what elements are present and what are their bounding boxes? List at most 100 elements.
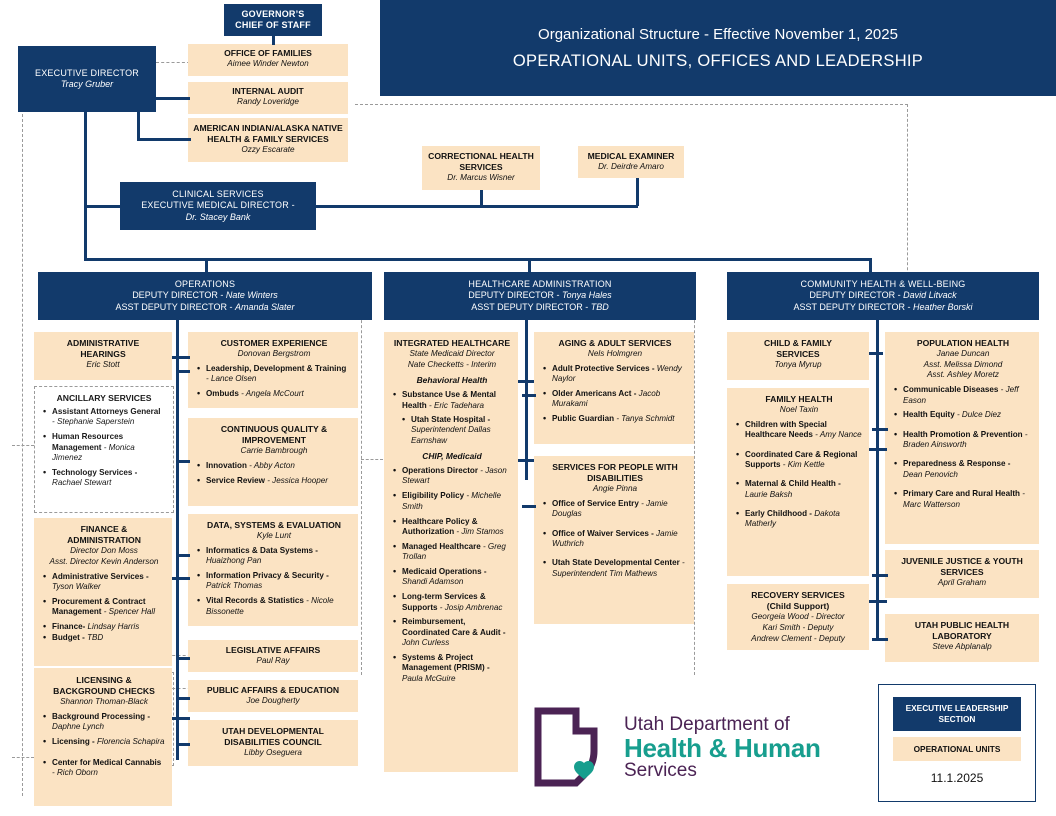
list-item[interactable]: Procurement & Contract Management - Spen… xyxy=(43,596,165,618)
list-item[interactable]: Innovation - Abby Acton xyxy=(197,460,351,472)
correctional-health-box[interactable]: CORRECTIONAL HEALTH SERVICES Dr. Marcus … xyxy=(422,146,540,190)
list-item[interactable]: Long-term Services & Supports - Josip Am… xyxy=(393,591,511,613)
list-item[interactable]: Older Americans Act - Jacob Murakami xyxy=(543,388,687,410)
list-item[interactable]: Early Childhood - Dakota Matherly xyxy=(736,508,862,530)
logo-text: Utah Department of Health & Human Servic… xyxy=(624,715,821,782)
executive-director-title: EXECUTIVE DIRECTOR xyxy=(35,67,139,78)
list-item[interactable]: Operations Director - Jason Stewart xyxy=(393,465,511,487)
list-item[interactable]: Ombuds - Angela McCourt xyxy=(197,388,351,400)
division-header-community-health[interactable]: COMMUNITY HEALTH & WELL-BEING DEPUTY DIR… xyxy=(727,272,1039,320)
chip-medicaid-list: Operations Director - Jason Stewart Elig… xyxy=(393,465,511,684)
list-item[interactable]: Service Review - Jessica Hooper xyxy=(197,475,351,487)
item-name: Laurie Baksh xyxy=(745,489,793,499)
item-name: Huaizhong Pan xyxy=(206,556,262,566)
aging-adult-services-box[interactable]: AGING & ADULT SERVICES Nels Holmgren Adu… xyxy=(534,332,694,444)
recovery-services-sub: Georgeia Wood - Director Kari Smith - De… xyxy=(751,612,845,643)
list-item[interactable]: Office of Waiver Services - Jamie Wuthri… xyxy=(543,528,687,550)
utah-developmental-disabilities-council-box[interactable]: UTAH DEVELOPMENTAL DISABILITIES COUNCIL … xyxy=(188,720,358,766)
item-label: Long-term Services & Supports xyxy=(402,592,486,612)
list-item[interactable]: Office of Service Entry - Jamie Douglas xyxy=(543,498,687,520)
list-item[interactable]: Adult Protective Services - Wendy Naylor xyxy=(543,363,687,385)
list-item[interactable]: Managed Healthcare - Greg Trollan xyxy=(393,541,511,563)
item-label: Preparedness & Response - xyxy=(903,459,1011,469)
executive-director-box[interactable]: EXECUTIVE DIRECTOR Tracy Gruber xyxy=(18,46,156,112)
population-health-box[interactable]: POPULATION HEALTH Janae Duncan Asst. Mel… xyxy=(885,332,1039,544)
connector-medexam-down xyxy=(636,178,639,206)
item-name: - Greg Trollan xyxy=(402,541,506,562)
list-item[interactable]: Substance Use & Mental Health - Eric Tad… xyxy=(393,389,511,446)
list-item[interactable]: Leadership, Development & Training - Lan… xyxy=(197,363,351,385)
licensing-background-checks-box[interactable]: LICENSING & BACKGROUND CHECKS Shannon Th… xyxy=(34,668,172,806)
juvenile-justice-youth-services-box[interactable]: JUVENILE JUSTICE & YOUTH SERVICES April … xyxy=(885,550,1039,598)
continuous-quality-list: Innovation - Abby Acton Service Review -… xyxy=(197,460,351,487)
connector-to-american-indian xyxy=(137,138,191,141)
list-item[interactable]: Preparedness & Response - Dean Penovich xyxy=(894,458,1032,480)
list-item[interactable]: Medicaid Operations - Shandi Adamson xyxy=(393,566,511,588)
list-item[interactable]: Licensing - Florencia Schapira xyxy=(43,736,165,748)
administrative-hearings-box[interactable]: ADMINISTRATIVE HEARINGS Eric Stott xyxy=(34,332,172,380)
medical-examiner-box[interactable]: MEDICAL EXAMINER Dr. Deirdre Amaro xyxy=(578,146,684,178)
services-for-people-with-disabilities-box[interactable]: SERVICES FOR PEOPLE WITH DISABILITIES An… xyxy=(534,456,694,624)
customer-experience-box[interactable]: CUSTOMER EXPERIENCE Donovan Bergstrom Le… xyxy=(188,332,358,408)
list-item[interactable]: Center for Medical Cannabis - Rich Oborn xyxy=(43,757,165,779)
legislative-affairs-box[interactable]: LEGISLATIVE AFFAIRS Paul Ray xyxy=(188,640,358,672)
services-disabilities-title: SERVICES FOR PEOPLE WITH DISABILITIES xyxy=(552,462,678,484)
list-item[interactable]: Maternal & Child Health - Laurie Baksh xyxy=(736,478,862,500)
list-item[interactable]: Systems & Project Management (PRISM) - P… xyxy=(393,652,511,684)
list-item[interactable]: Informatics & Data Systems - Huaizhong P… xyxy=(197,545,351,567)
continuous-quality-title: CONTINUOUS QUALITY & IMPROVEMENT xyxy=(220,424,328,446)
list-item[interactable]: Administrative Services - Tyson Walker xyxy=(43,571,165,593)
list-item[interactable]: Primary Care and Rural Health - Marc Wat… xyxy=(894,488,1032,510)
governors-chief-of-staff-box[interactable]: GOVERNOR’S CHIEF OF STAFF xyxy=(224,4,322,36)
list-item[interactable]: Health Promotion & Prevention - Braden A… xyxy=(894,429,1032,451)
division-header-operations[interactable]: OPERATIONS DEPUTY DIRECTOR - Nate Winter… xyxy=(38,272,372,320)
clinical-services-title: CLINICAL SERVICES EXECUTIVE MEDICAL DIRE… xyxy=(141,189,295,211)
division-header-healthcare-administration[interactable]: HEALTHCARE ADMINISTRATION DEPUTY DIRECTO… xyxy=(384,272,696,320)
list-item[interactable]: Children with Special Healthcare Needs -… xyxy=(736,419,862,441)
integrated-healthcare-dashed-tie xyxy=(361,459,383,460)
list-item[interactable]: Technology Services - Rachael Stewart xyxy=(43,467,165,489)
list-item[interactable]: Finance- Lindsay Harris xyxy=(43,621,165,633)
data-systems-evaluation-box[interactable]: DATA, SYSTEMS & EVALUATION Kyle Lunt Inf… xyxy=(188,514,358,626)
list-item[interactable]: Eligibility Policy - Michelle Smith xyxy=(393,490,511,512)
list-item[interactable]: Public Guardian - Tanya Schmidt xyxy=(543,413,687,425)
logo-line-3: Services xyxy=(624,760,697,782)
list-item[interactable]: Health Equity - Dulce Diez xyxy=(894,409,1032,421)
finance-administration-box[interactable]: FINANCE & ADMINISTRATION Director Don Mo… xyxy=(34,518,172,666)
list-item[interactable]: Healthcare Policy & Authorization - Jim … xyxy=(393,516,511,538)
item-label: Early Childhood - xyxy=(745,508,812,518)
connector-execdir-down-1 xyxy=(137,97,140,140)
recovery-services-box[interactable]: RECOVERY SERVICES (Child Support) George… xyxy=(727,584,869,650)
licensing-background-title: LICENSING & BACKGROUND CHECKS xyxy=(53,675,155,697)
child-family-services-box[interactable]: CHILD & FAMILY SERVICES Tonya Myrup xyxy=(727,332,869,380)
american-indian-services-box[interactable]: AMERICAN INDIAN/ALASKA NATIVE HEALTH & F… xyxy=(188,118,348,162)
item-label: Healthcare Policy & Authorization xyxy=(402,516,478,536)
list-item[interactable]: Budget - TBD xyxy=(43,632,165,644)
integrated-healthcare-box[interactable]: INTEGRATED HEALTHCARE State Medicaid Dir… xyxy=(384,332,518,772)
public-affairs-education-box[interactable]: PUBLIC AFFAIRS & EDUCATION Joe Dougherty xyxy=(188,680,358,712)
office-of-families-box[interactable]: OFFICE OF FAMILIES Aimee Winder Newton xyxy=(188,44,348,76)
utah-public-health-laboratory-box[interactable]: UTAH PUBLIC HEALTH LABORATORY Steve Abpl… xyxy=(885,614,1039,662)
list-item[interactable]: Communicable Diseases - Jeff Eason xyxy=(894,384,1032,406)
udd-council-sub: Libby Oseguera xyxy=(244,748,302,758)
tie-continuous-quality xyxy=(176,460,190,463)
item-label: Health Promotion & Prevention xyxy=(903,429,1023,439)
list-item[interactable]: Assistant Attorneys General - Stephanie … xyxy=(43,406,165,428)
clinical-services-box[interactable]: CLINICAL SERVICES EXECUTIVE MEDICAL DIRE… xyxy=(120,182,316,230)
continuous-quality-box[interactable]: CONTINUOUS QUALITY & IMPROVEMENT Carrie … xyxy=(188,418,358,506)
tie-child-family xyxy=(869,352,883,355)
list-item[interactable]: Reimbursement, Coordinated Care & Audit … xyxy=(393,616,511,648)
list-item[interactable]: Background Processing - Daphne Lynch xyxy=(43,711,165,733)
list-item[interactable]: Coordinated Care & Regional Supports - K… xyxy=(736,449,862,471)
list-item[interactable]: Information Privacy & Security - Patrick… xyxy=(197,570,351,592)
operations-asst: ASST DEPUTY DIRECTOR - Amanda Slater xyxy=(115,302,294,313)
item-label: Adult Protective Services - xyxy=(552,363,655,373)
list-item[interactable]: Utah State Hospital - Superintendent Dal… xyxy=(402,414,511,446)
list-item[interactable]: Human Resources Management - Monica Jime… xyxy=(43,431,165,463)
family-health-box[interactable]: FAMILY HEALTH Noel Taxin Children with S… xyxy=(727,388,869,576)
list-item[interactable]: Vital Records & Statistics - Nicole Biss… xyxy=(197,595,351,617)
ancillary-services-box[interactable]: ANCILLARY SERVICES Assistant Attorneys G… xyxy=(34,386,172,511)
list-item[interactable]: Utah State Developmental Center - Superi… xyxy=(543,557,687,579)
item-name: - Monica Jimenez xyxy=(52,442,135,462)
internal-audit-box[interactable]: INTERNAL AUDIT Randy Loveridge xyxy=(188,82,348,114)
